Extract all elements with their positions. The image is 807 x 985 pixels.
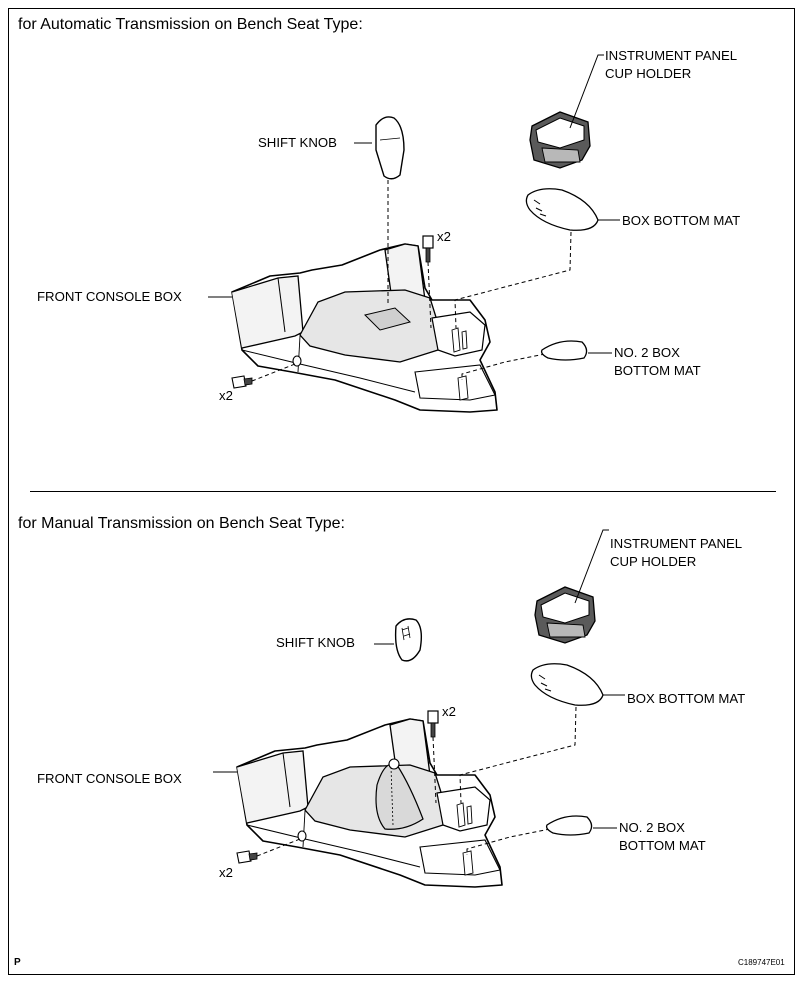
label-front-console-box-manual: FRONT CONSOLE BOX <box>37 771 182 786</box>
label-no2-mat-line2-manual: BOTTOM MAT <box>619 838 706 853</box>
corner-mark: P <box>14 957 21 968</box>
section-title-manual: for Manual Transmission on Bench Seat Ty… <box>18 515 345 532</box>
label-cup-holder-line2-manual: CUP HOLDER <box>610 554 697 569</box>
section-title-automatic: for Automatic Transmission on Bench Seat… <box>18 16 363 33</box>
label-box-bottom-mat: BOX BOTTOM MAT <box>622 213 741 228</box>
manual-assembly-drawing <box>212 529 626 888</box>
section-divider <box>30 491 776 492</box>
label-no2-mat-line1-manual: NO. 2 BOX <box>619 820 685 835</box>
label-screw-qty-top: x2 <box>437 229 451 244</box>
label-no2-mat-line2: BOTTOM MAT <box>614 363 701 378</box>
label-cup-holder-line2: CUP HOLDER <box>605 66 692 81</box>
label-box-bottom-mat-manual: BOX BOTTOM MAT <box>627 691 746 706</box>
figure-code: C189747E01 <box>738 958 785 967</box>
diagram-frame <box>8 8 795 975</box>
label-front-console-box: FRONT CONSOLE BOX <box>37 289 182 304</box>
manual-shift-knob-drawing <box>374 618 423 662</box>
label-screw-qty-side: x2 <box>219 388 233 403</box>
label-shift-knob-manual: SHIFT KNOB <box>276 635 355 650</box>
label-screw-qty-side-manual: x2 <box>219 865 233 880</box>
label-screw-qty-top-manual: x2 <box>442 704 456 719</box>
label-no2-mat-line1: NO. 2 BOX <box>614 345 680 360</box>
label-cup-holder-line1-manual: INSTRUMENT PANEL <box>610 536 743 551</box>
label-shift-knob: SHIFT KNOB <box>258 135 337 150</box>
label-cup-holder-line1: INSTRUMENT PANEL <box>605 48 738 63</box>
automatic-assembly-drawing <box>207 54 621 413</box>
